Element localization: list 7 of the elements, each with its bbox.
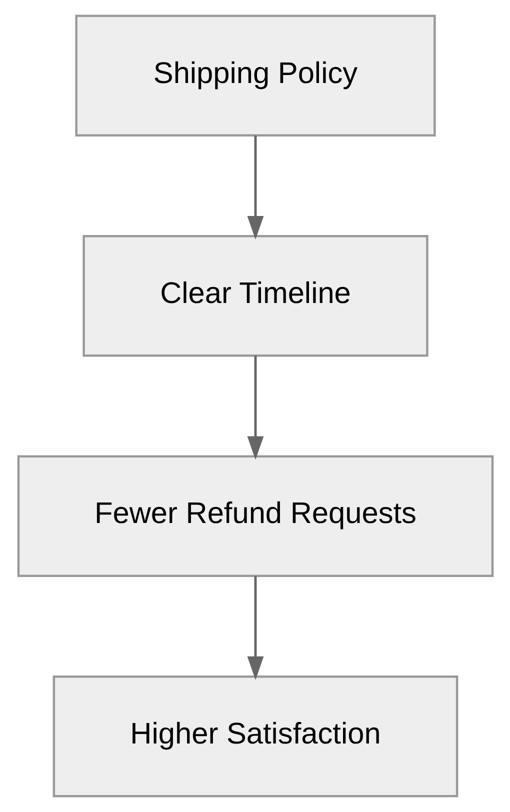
- node-box: Higher Satisfaction: [52, 676, 458, 798]
- arrow: [246, 356, 264, 460]
- node-box: Fewer Refund Requests: [16, 455, 494, 577]
- arrow: [246, 136, 264, 240]
- node-box: Clear Timeline: [82, 235, 428, 357]
- node-box: Shipping Policy: [74, 14, 436, 136]
- arrow: [246, 576, 264, 680]
